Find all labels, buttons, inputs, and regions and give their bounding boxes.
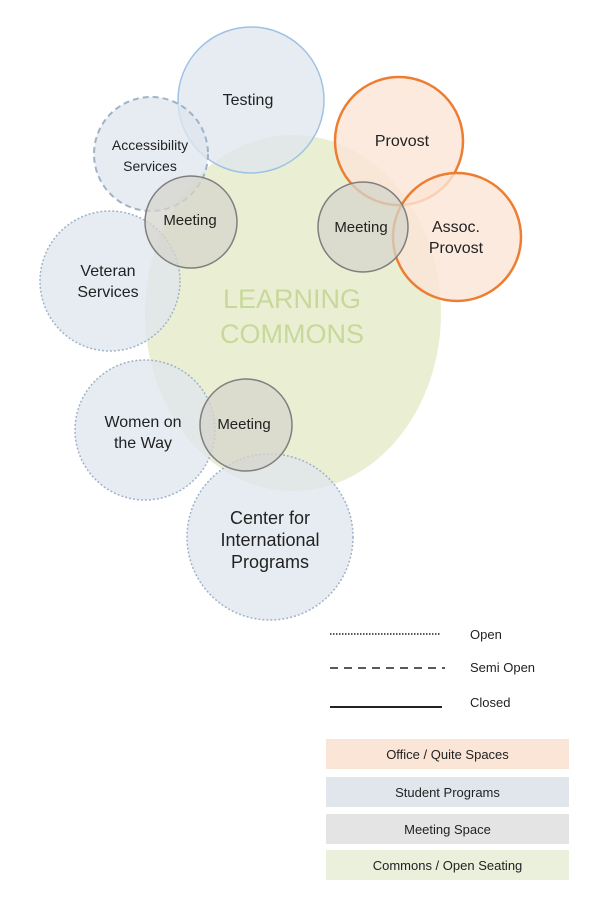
meeting-label-bottom: Meeting bbox=[217, 416, 270, 433]
legend-commons-swatch: Commons / Open Seating bbox=[326, 850, 569, 880]
veteran-label-line1: Veteran bbox=[80, 263, 135, 280]
legend-student-swatch: Student Programs bbox=[326, 777, 569, 807]
legend-open-label: Open bbox=[470, 627, 502, 642]
legend-office-swatch: Office / Quite Spaces bbox=[326, 739, 569, 769]
meeting-circle-left bbox=[144, 175, 238, 269]
meeting-label-left: Meeting bbox=[163, 212, 216, 229]
assoc-provost-label-line2: Provost bbox=[429, 240, 484, 257]
legend-closed-label: Closed bbox=[470, 695, 511, 710]
legend-semi-open-label: Semi Open bbox=[470, 660, 536, 675]
accessibility-label-line2: Services bbox=[123, 158, 177, 174]
meeting-circle-bottom bbox=[199, 378, 293, 472]
testing-label: Testing bbox=[223, 92, 274, 109]
commons-title-line1: LEARNING bbox=[223, 284, 361, 314]
assoc-provost-circle bbox=[391, 171, 523, 303]
cip-label-line2: International bbox=[220, 530, 319, 550]
women-label-line1: Women on bbox=[104, 414, 181, 431]
accessibility-label-line1: Accessibility bbox=[112, 137, 188, 153]
meeting-circle-right bbox=[317, 181, 409, 273]
women-label-line2: the Way bbox=[114, 435, 172, 452]
veteran-label-line2: Services bbox=[77, 284, 138, 301]
provost-label: Provost bbox=[375, 133, 430, 150]
meeting-label-right: Meeting bbox=[334, 219, 387, 236]
legend-meeting-swatch: Meeting Space bbox=[326, 814, 569, 844]
assoc-provost-label-line1: Assoc. bbox=[432, 219, 480, 236]
testing-circle bbox=[177, 26, 325, 174]
veteran-services-circle bbox=[39, 210, 181, 352]
cip-label-line3: Programs bbox=[231, 552, 309, 572]
cip-label-line1: Center for bbox=[230, 508, 310, 528]
international-programs-circle bbox=[186, 453, 354, 621]
commons-title-line2: COMMONS bbox=[220, 319, 364, 349]
